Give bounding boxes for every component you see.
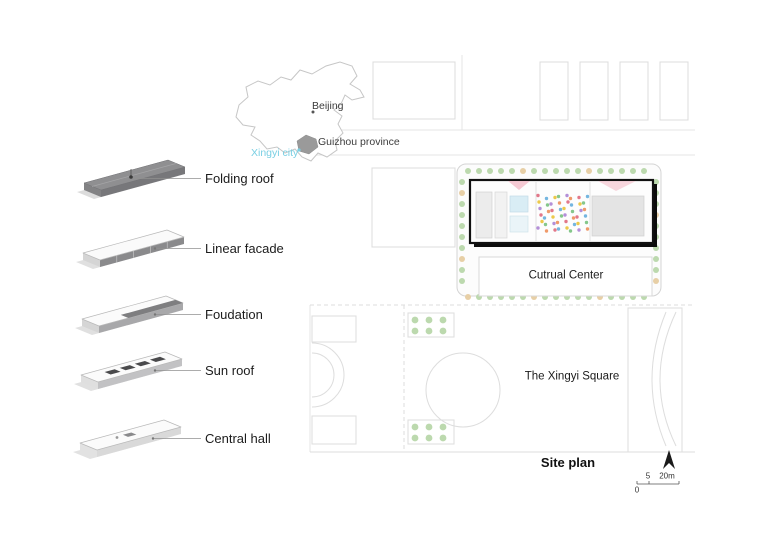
china-map bbox=[235, 61, 365, 162]
planter-tree-dots bbox=[411, 316, 447, 442]
cultural-center-building bbox=[468, 178, 657, 247]
layer-label-central-hall: Central hall bbox=[205, 431, 271, 446]
cultural-center-label: Cutrual Center bbox=[528, 269, 604, 282]
roof-fold-accent bbox=[598, 181, 636, 191]
beijing-dot bbox=[311, 110, 315, 114]
map-label-xingyi-city: Xingyi city bbox=[251, 147, 299, 159]
forecourt bbox=[478, 256, 653, 297]
site-plan bbox=[309, 55, 695, 485]
layer-shape-sun-roof bbox=[74, 351, 183, 391]
building-rooms bbox=[475, 182, 645, 241]
layer-label-linear-facade: Linear facade bbox=[205, 241, 284, 256]
layer-shape-folding-roof bbox=[77, 159, 186, 199]
china-outline bbox=[235, 61, 365, 162]
central-hall-confetti-dots bbox=[536, 193, 590, 233]
layer-label-folding-roof: Folding roof bbox=[205, 171, 274, 186]
scale-label-twenty: 20m bbox=[659, 471, 675, 481]
site-plan-title: Site plan bbox=[540, 454, 596, 470]
leader-lines bbox=[133, 178, 201, 440]
map-label-guizhou-province: Guizhou province bbox=[318, 136, 400, 148]
fountain-circle bbox=[425, 352, 501, 428]
road-lines bbox=[309, 55, 695, 452]
layer-shape-linear-facade bbox=[76, 229, 185, 269]
xingyi-square bbox=[310, 304, 695, 453]
layer-shape-foundation bbox=[75, 295, 184, 335]
context-blocks bbox=[371, 61, 689, 248]
map-label-beijing: Beijing bbox=[312, 100, 344, 112]
scale-label-zero: 0 bbox=[634, 485, 640, 495]
north-arrow-icon bbox=[663, 450, 675, 469]
exploded-axon-diagram bbox=[73, 159, 201, 459]
layer-label-sun-roof: Sun roof bbox=[205, 363, 255, 378]
scale-label-five: 5 bbox=[645, 471, 651, 481]
scale-bar bbox=[636, 481, 680, 485]
layer-shape-central-hall bbox=[73, 419, 182, 459]
roof-fold-accent bbox=[508, 181, 530, 190]
layer-label-foundation: Foudation bbox=[205, 307, 263, 322]
xingyi-square-label: The Xingyi Square bbox=[524, 370, 620, 383]
xingyi-city-dot bbox=[297, 148, 301, 152]
